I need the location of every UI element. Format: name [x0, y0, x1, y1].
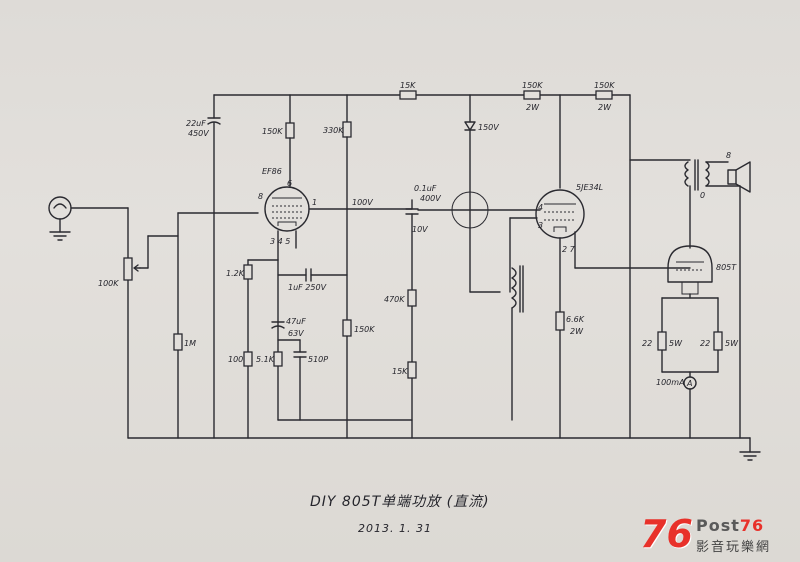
label-47uf: 47uF — [286, 317, 306, 326]
speaker-icon — [727, 161, 751, 193]
resistor-6-6k — [555, 311, 565, 331]
resistor-5-1k — [273, 351, 283, 367]
label-0-1uf-v: 400V — [420, 194, 441, 203]
label-pin27: 2 7 — [562, 245, 576, 254]
label-22-a: 22 — [642, 339, 652, 348]
label-150k-b: 150K — [354, 325, 375, 334]
label-150k-top2-w: 2W — [598, 103, 612, 112]
logo-word-a: Post — [696, 516, 740, 535]
b-plus-rail — [213, 94, 631, 439]
label-805t: 805T — [716, 263, 737, 272]
label-22-b-w: 5W — [725, 339, 739, 348]
interstage-choke — [511, 265, 524, 421]
resistor-150k-screen — [285, 94, 295, 187]
wire-crossover — [417, 191, 541, 229]
label-150k-top-w: 2W — [526, 103, 540, 112]
resistor-15k-lower — [407, 361, 417, 379]
label-15k-b: 15K — [392, 367, 408, 376]
resistor-22-5w-b — [713, 331, 723, 351]
tube-driver — [509, 94, 691, 439]
label-100ma: 100mA — [656, 378, 685, 387]
resistor-150k-2w-b — [595, 90, 613, 100]
resistor-470k — [407, 289, 417, 307]
logo-word: Post76 — [696, 516, 764, 535]
label-22uf-v: 450V — [188, 129, 209, 138]
label-100k-pot: 100K — [98, 279, 119, 288]
label-47uf-v: 63V — [288, 329, 304, 338]
tube-805t — [661, 245, 719, 373]
output-transformer — [629, 159, 741, 439]
resistor-1m — [173, 333, 183, 351]
resistor-15k-top — [399, 90, 417, 100]
capacitor-47uf — [271, 321, 285, 329]
capacitor-1uf — [277, 268, 348, 282]
label-pin345: 3 4 5 — [270, 237, 290, 246]
label-1-2k: 1.2K — [226, 269, 245, 278]
ammeter-icon — [683, 371, 697, 439]
resistor-22-5w-a — [657, 331, 667, 351]
label-1uf: 1uF 250V — [288, 283, 327, 292]
label-22-a-w: 5W — [669, 339, 683, 348]
schematic-date: 2013. 1. 31 — [358, 522, 432, 535]
logo-word-b: 76 — [739, 516, 765, 535]
volume-pot — [123, 235, 149, 281]
resistor-150k-2w-a — [523, 90, 541, 100]
label-10v: 10V — [412, 225, 428, 234]
resistor-330k-plate — [342, 94, 352, 439]
label-150k-a: 150K — [262, 127, 283, 136]
ground-rail — [127, 207, 751, 439]
label-pin4: 4 — [538, 203, 543, 212]
label-pin3: 3 — [538, 221, 543, 230]
label-470k: 470K — [384, 295, 405, 304]
label-pin8: 8 — [258, 192, 263, 201]
capacitor-22uf — [207, 94, 221, 439]
label-pin0: 0 — [700, 191, 705, 200]
diode-150v — [464, 94, 501, 293]
logo-tagline: 影音玩樂網 — [696, 540, 772, 555]
label-5-1k: 5.1K — [256, 355, 275, 364]
resistor-150k-lower — [342, 319, 352, 337]
label-100v: 100V — [352, 198, 373, 207]
label-150k-top2: 150K — [594, 81, 615, 90]
ground-icon — [739, 437, 761, 461]
label-pin1: 1 — [312, 198, 317, 207]
label-6-6k-w: 2W — [570, 327, 584, 336]
label-22-b: 22 — [700, 339, 710, 348]
logo-number: 76 — [640, 512, 693, 556]
label-1m: 1M — [184, 339, 196, 348]
resistor-100 — [243, 351, 253, 367]
label-22uf: 22uF — [186, 119, 206, 128]
label-pin6: 6 — [287, 179, 292, 188]
label-ef86: EF86 — [262, 167, 282, 176]
tube-ef86 — [264, 186, 348, 261]
label-150v: 150V — [478, 123, 499, 132]
schematic-title: DIY 805T单端功放 (直流) — [310, 494, 490, 510]
label-330k: 330K — [323, 126, 344, 135]
label-150k-top: 150K — [522, 81, 543, 90]
label-pin-top8: 8 — [726, 151, 731, 160]
input-jack — [48, 196, 129, 241]
resistor-1-2k — [243, 264, 253, 280]
post76-logo: 76 Post76 影音玩樂網 — [640, 512, 790, 556]
label-5je34l: 5JE34L — [576, 183, 603, 192]
label-meter-a: A — [686, 379, 692, 388]
label-15k-top: 15K — [400, 81, 416, 90]
label-0-1uf: 0.1uF — [414, 184, 437, 193]
label-510p: 510P — [308, 355, 328, 364]
capacitor-510p — [277, 339, 307, 421]
label-6-6k: 6.6K — [566, 315, 585, 324]
label-100: 100 — [228, 355, 243, 364]
capacitor-0-1uf — [346, 199, 419, 439]
